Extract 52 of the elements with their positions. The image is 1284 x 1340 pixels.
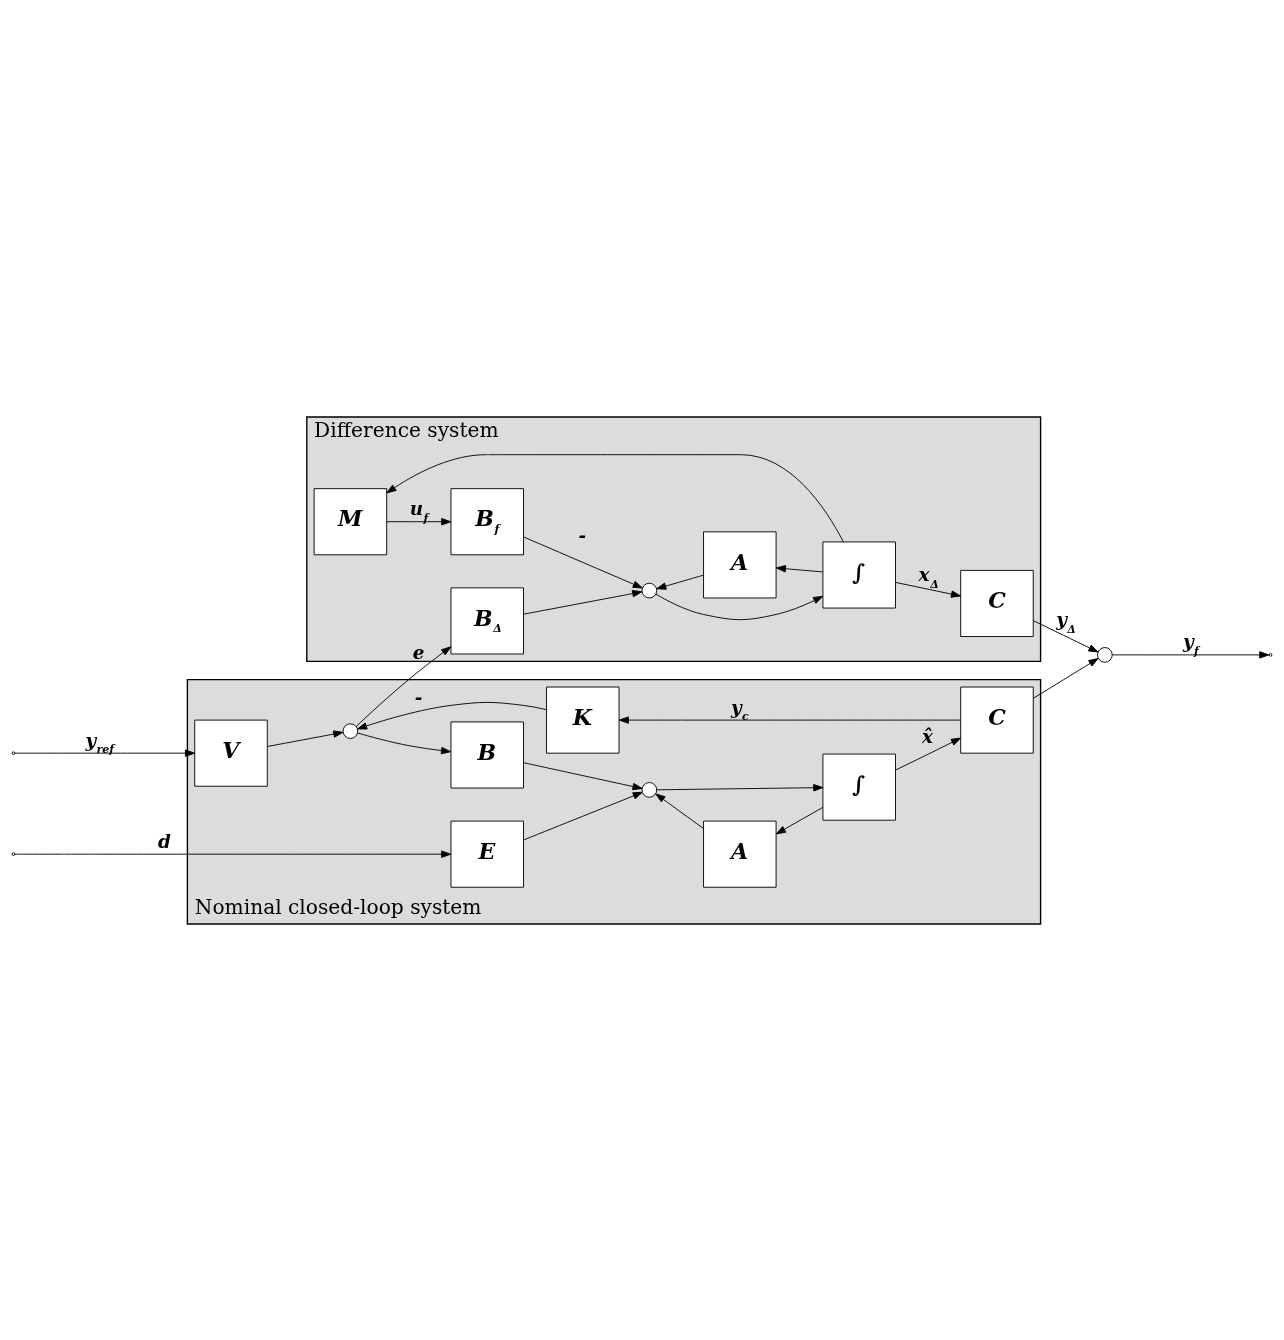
edge-label: d	[158, 830, 171, 852]
arrow	[655, 593, 824, 620]
edge-label: -	[414, 686, 423, 708]
arrow	[386, 517, 452, 525]
arrow	[523, 589, 643, 615]
arrow	[355, 645, 452, 727]
arrow	[1033, 619, 1099, 652]
node-box: ∫	[822, 753, 896, 821]
node-box: ∫	[822, 540, 896, 608]
edge-label: y$_{ref}$	[85, 729, 115, 756]
node-box: V	[194, 719, 268, 787]
arrow	[656, 574, 704, 590]
arrow	[655, 792, 704, 829]
edge-label: e	[412, 641, 425, 663]
node-circle	[342, 722, 359, 739]
arrow	[656, 783, 824, 791]
arrow	[775, 564, 824, 572]
node-box: B	[450, 720, 524, 788]
arrow	[775, 806, 824, 834]
node-box: C	[960, 569, 1034, 637]
arrow	[523, 791, 643, 840]
edge-label: y$_{Δ}$	[1056, 608, 1076, 636]
arrow	[1111, 650, 1270, 659]
arrow	[14, 749, 196, 757]
arrow	[523, 536, 643, 588]
edge-label: y$_{c}$	[731, 696, 749, 723]
arrow	[618, 715, 961, 724]
arrow	[386, 453, 844, 542]
node-circle	[641, 582, 658, 598]
arrow	[895, 737, 962, 770]
node-box: K	[546, 686, 620, 754]
arrow	[1033, 657, 1099, 699]
arrow	[357, 732, 452, 754]
edge-label: x̂	[922, 725, 934, 747]
node-box: B$_{f}$	[450, 487, 524, 555]
node-circle	[641, 781, 658, 798]
node-box: M	[313, 487, 388, 555]
arrow	[357, 701, 547, 729]
arrow	[267, 729, 344, 747]
arrow	[895, 581, 962, 598]
node-box: B$_{Δ}$	[450, 586, 524, 654]
edge-label: -	[578, 524, 587, 546]
node-circle	[1097, 646, 1113, 663]
arrow	[523, 761, 643, 790]
node-box: A	[703, 820, 777, 888]
edge-label: y$_{f}$	[1182, 630, 1199, 658]
edge-label: u$_{f}$	[409, 497, 429, 525]
edge-label: x$_{Δ}$	[918, 563, 939, 591]
node-box: E	[450, 820, 524, 888]
node-box: C	[960, 686, 1034, 754]
arrow	[14, 850, 452, 858]
node-box: A	[703, 530, 777, 598]
